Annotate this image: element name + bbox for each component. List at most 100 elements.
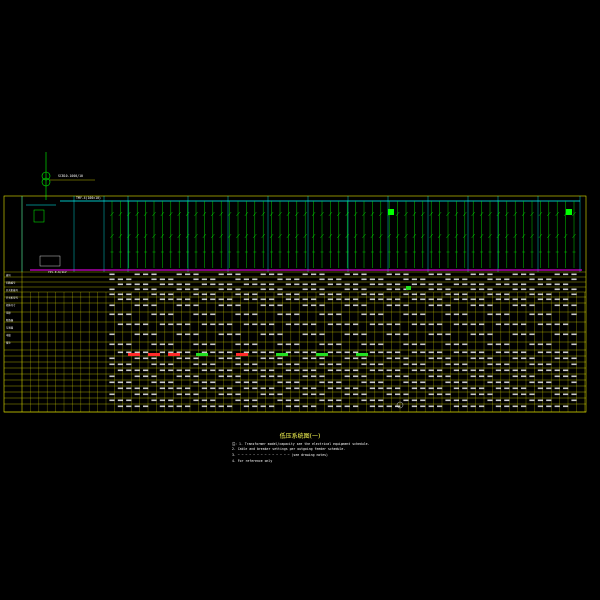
feeder-switch: [353, 233, 358, 239]
feeder-breaker: [286, 211, 291, 217]
cell-text: [336, 283, 342, 286]
feeder-breaker: [202, 211, 207, 217]
cell-text: [227, 375, 233, 378]
cell-text: [319, 357, 325, 360]
row-label: 用途: [6, 311, 11, 315]
cell-text: [327, 313, 333, 316]
cell-text: [109, 381, 115, 384]
cell-text: [311, 405, 317, 408]
feeder-breaker: [521, 211, 526, 217]
cell-text: [395, 283, 401, 286]
cell-text: [134, 375, 140, 378]
cell-text: [504, 323, 510, 326]
cell-text: [210, 399, 216, 402]
feeder-breaker: [152, 211, 156, 217]
cell-text: [243, 399, 249, 402]
feeder-breaker: [127, 211, 131, 217]
cell-text: [495, 387, 501, 390]
cell-text: [437, 387, 443, 390]
cell-text: [512, 298, 518, 301]
cell-text: [159, 369, 165, 372]
cell-text: [437, 304, 443, 307]
feeder-switch: [488, 233, 492, 239]
feeder-breaker: [555, 211, 559, 217]
cell-text: [563, 323, 569, 326]
feeder-breaker: [278, 211, 282, 217]
cell-text: [252, 399, 258, 402]
feeder-breaker: [118, 211, 123, 217]
cell-text: [235, 393, 241, 396]
cell-text: [470, 283, 476, 286]
cell-text: [193, 363, 199, 366]
cell-text: [495, 405, 501, 408]
cell-text: [563, 393, 569, 396]
cell-text: [546, 278, 552, 281]
cell-text: [445, 278, 451, 281]
cell-text: [420, 323, 426, 326]
cell-text: [117, 369, 123, 372]
cell-text: [537, 399, 543, 402]
cell-text: [269, 375, 275, 378]
note-line-1: 注: 1. Transformer model/capacity see the…: [232, 442, 370, 446]
cell-text: [395, 304, 401, 307]
cell-text: [521, 375, 527, 378]
cell-text: [521, 288, 527, 291]
cell-text: [176, 393, 182, 396]
cell-text: [143, 323, 149, 326]
cell-text: [470, 375, 476, 378]
cell-text: [428, 304, 434, 307]
feeder-breaker: [437, 211, 442, 217]
feeder-breaker: [547, 211, 551, 217]
cell-text: [479, 323, 485, 326]
cell-text: [521, 387, 527, 390]
cell-text: [554, 375, 560, 378]
cell-text: [193, 357, 199, 360]
cell-text: [134, 298, 140, 301]
cell-text: [420, 278, 426, 281]
cell-text: [420, 363, 426, 366]
cell-text: [512, 357, 518, 360]
cell-text: [185, 283, 191, 286]
cell-text: [479, 288, 485, 291]
cell-text: [143, 298, 149, 301]
cell-text: [361, 313, 367, 316]
cell-text: [319, 278, 325, 281]
cell-text: [453, 293, 459, 296]
cell-text: [193, 304, 199, 307]
cell-text: [151, 343, 157, 346]
cell-text: [537, 381, 543, 384]
feeder-breaker: [395, 211, 400, 217]
row-label: 开关柜编号: [6, 288, 19, 292]
cell-text: [361, 273, 367, 276]
cell-text: [344, 387, 350, 390]
cell-text: [327, 351, 333, 354]
cell-text: [159, 399, 165, 402]
cell-text: [554, 333, 560, 336]
cell-text: [529, 333, 535, 336]
cell-text: [193, 399, 199, 402]
cell-text: [227, 393, 233, 396]
cell-text: [319, 393, 325, 396]
cell-text: [294, 293, 300, 296]
cell-text: [277, 313, 283, 316]
cell-text: [344, 351, 350, 354]
cell-text: [395, 393, 401, 396]
cell-text: [327, 293, 333, 296]
cell-text: [479, 333, 485, 336]
cell-text: [479, 387, 485, 390]
cell-text: [336, 381, 342, 384]
cell-text: [411, 298, 417, 301]
cell-text: [521, 357, 527, 360]
cell-text: [176, 351, 182, 354]
cell-text: [495, 369, 501, 372]
cell-text: [269, 405, 275, 408]
cell-text: [143, 304, 149, 307]
cell-text: [437, 283, 443, 286]
cell-text: [168, 387, 174, 390]
cell-text: [411, 405, 417, 408]
cell-text: [445, 304, 451, 307]
cell-text: [218, 405, 224, 408]
cell-text: [252, 323, 258, 326]
cell-text: [411, 278, 417, 281]
cell-text: [487, 278, 493, 281]
